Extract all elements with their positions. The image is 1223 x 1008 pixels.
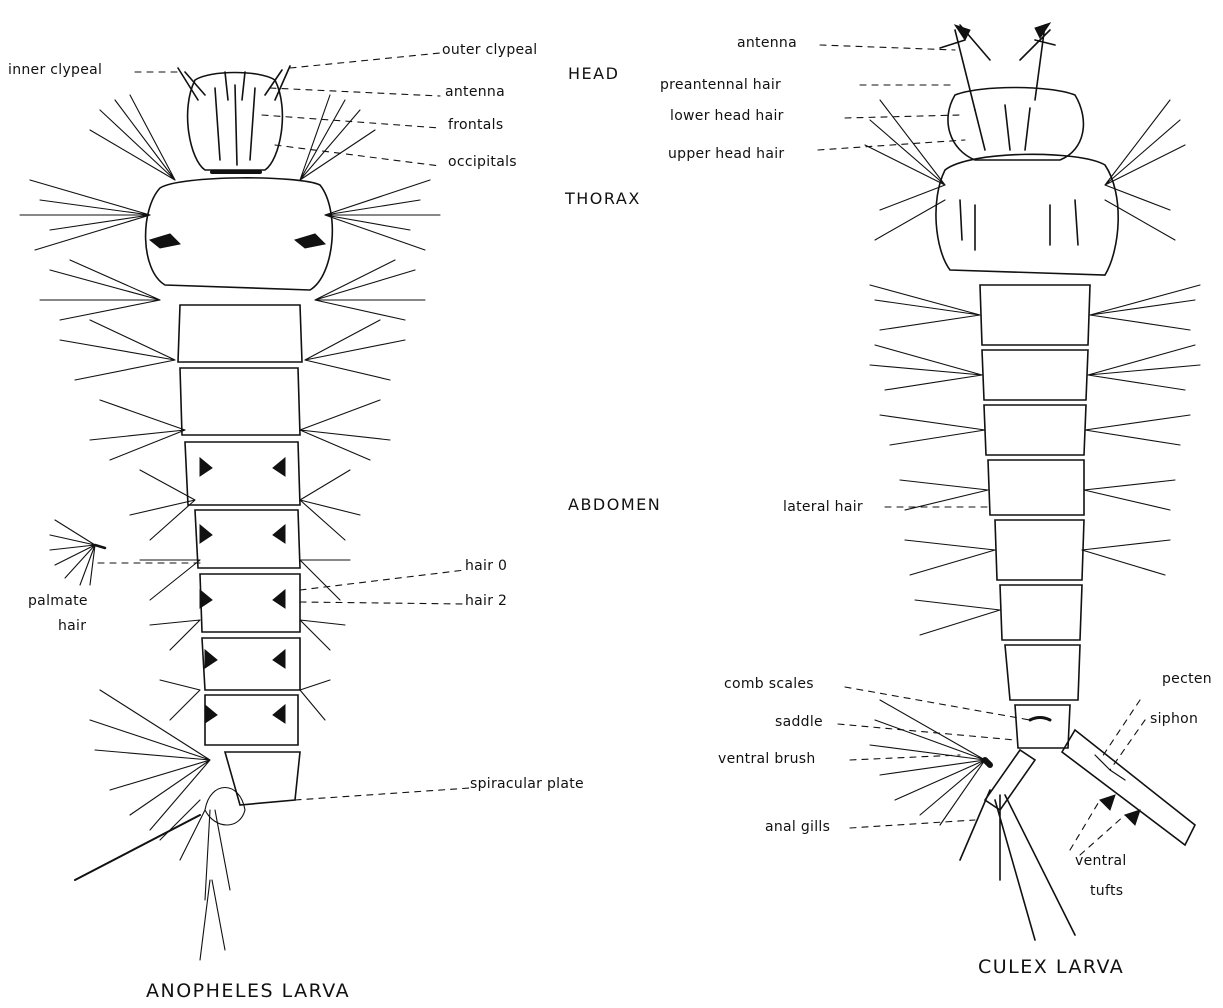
culex-ventral-brush [870, 700, 990, 825]
label-upper-head-hair: upper head hair [668, 146, 784, 162]
anopheles-larva-title: ANOPHELES LARVA [146, 980, 350, 1002]
label-pecten: pecten [1162, 671, 1212, 687]
culex-abdomen [980, 285, 1090, 748]
label-lower-head-hair: lower head hair [670, 108, 784, 124]
label-occipitals: occipitals [448, 154, 517, 170]
section-label-head: HEAD [568, 64, 619, 83]
label-anal-gills: anal gills [765, 819, 830, 835]
anopheles-head [178, 66, 290, 172]
anopheles-posterior-brush [75, 690, 245, 960]
culex-larva-title: CULEX LARVA [978, 956, 1124, 978]
label-hair-0: hair 0 [465, 558, 507, 574]
label-ventral-tufts-line2: tufts [1090, 883, 1123, 899]
label-hair-2: hair 2 [465, 593, 507, 609]
anopheles-thorax [146, 178, 333, 290]
culex-head-hair-tufts [865, 100, 1185, 240]
culex-thorax [936, 154, 1118, 275]
label-palmate-hair-line2: hair [58, 618, 86, 634]
label-ventral-tufts-line1: ventral [1075, 853, 1127, 869]
label-lateral-hair: lateral hair [783, 499, 863, 515]
label-saddle: saddle [775, 714, 823, 730]
palmate-hair-detail [50, 520, 105, 585]
culex-siphon-and-tail [960, 730, 1195, 940]
anopheles-abdomen [178, 305, 302, 805]
label-culex-antenna: antenna [737, 35, 797, 51]
label-siphon: siphon [1150, 711, 1198, 727]
section-label-abdomen: ABDOMEN [568, 495, 661, 514]
section-label-thorax: THORAX [565, 189, 641, 208]
culex-larva-drawing [865, 23, 1200, 940]
label-anopheles-antenna: antenna [445, 84, 505, 100]
anopheles-larva-drawing [20, 66, 440, 960]
label-outer-clypeal: outer clypeal [442, 42, 538, 58]
culex-antennae [940, 23, 1055, 110]
leader-lines [98, 45, 1145, 855]
label-inner-clypeal: inner clypeal [8, 62, 102, 78]
label-spiracular-plate: spiracular plate [470, 776, 584, 792]
label-preantennal-hair: preantennal hair [660, 77, 781, 93]
label-frontals: frontals [448, 117, 503, 133]
label-comb-scales: comb scales [724, 676, 814, 692]
culex-head [948, 88, 1083, 161]
label-ventral-brush: ventral brush [718, 751, 816, 767]
label-palmate-hair-line1: palmate [28, 593, 88, 609]
